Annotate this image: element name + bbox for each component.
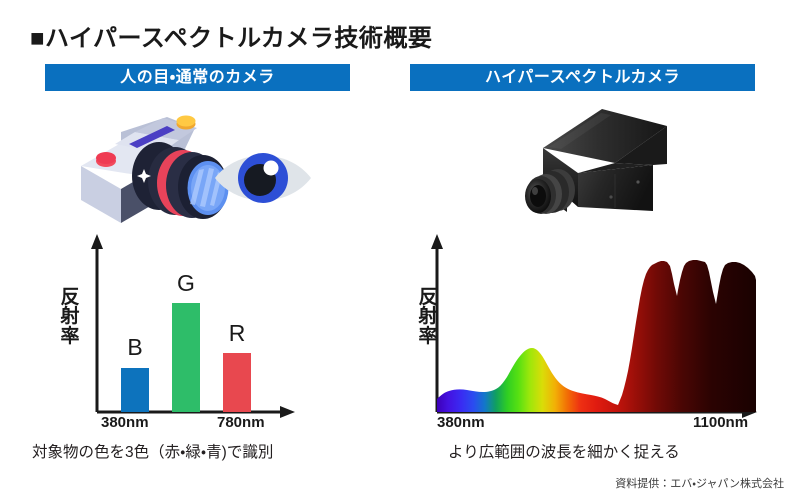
hyperspectral-camera-svg xyxy=(525,109,667,214)
camera-eye-svg xyxy=(81,115,311,223)
caption-left: 対象物の色を3色（赤・緑・青)で識別 xyxy=(32,444,274,461)
panel-header-hyperspectral: ハイパースペクトルカメラ xyxy=(410,64,755,91)
y-axis-label-right: 反射率 xyxy=(418,287,438,347)
caption-right: より広範囲の波長を細かく捉える xyxy=(448,444,680,461)
lens-icon xyxy=(525,169,575,214)
camera-and-eye-illustration xyxy=(75,104,325,224)
bar-g xyxy=(172,303,200,412)
spectral-area xyxy=(437,260,756,412)
hyperspectral-curve-svg xyxy=(431,234,757,418)
x-tick-380nm-right: 380nm xyxy=(437,414,485,431)
bar-label-r: R xyxy=(228,320,246,346)
bar-r xyxy=(223,353,251,412)
source-credit: 資料提供：エバ・ジャパン株式会社 xyxy=(615,478,784,490)
hyperspectral-curve-chart: 反射率 xyxy=(415,232,780,431)
x-tick-380nm-left: 380nm xyxy=(101,414,149,431)
bar-label-g: G xyxy=(177,270,195,296)
rgb-bar-chart: 反射率 B G R 380nm 780nm xyxy=(55,232,355,431)
camera-icon xyxy=(81,115,229,223)
y-axis-label-left: 反射率 xyxy=(60,287,80,347)
x-tick-1100nm: 1100nm xyxy=(693,414,749,431)
panel-header-human-eye: 人の目・通常のカメラ xyxy=(45,64,350,91)
x-tick-780nm: 780nm xyxy=(217,414,265,431)
eye-icon xyxy=(215,153,311,203)
page-title: ■ハイパースペクトルカメラ技術概要 xyxy=(30,25,433,52)
bar-label-b: B xyxy=(127,334,143,360)
rgb-bar-chart-svg xyxy=(91,234,295,418)
hyperspectral-camera-photo xyxy=(505,104,700,226)
bar-b xyxy=(121,368,149,412)
